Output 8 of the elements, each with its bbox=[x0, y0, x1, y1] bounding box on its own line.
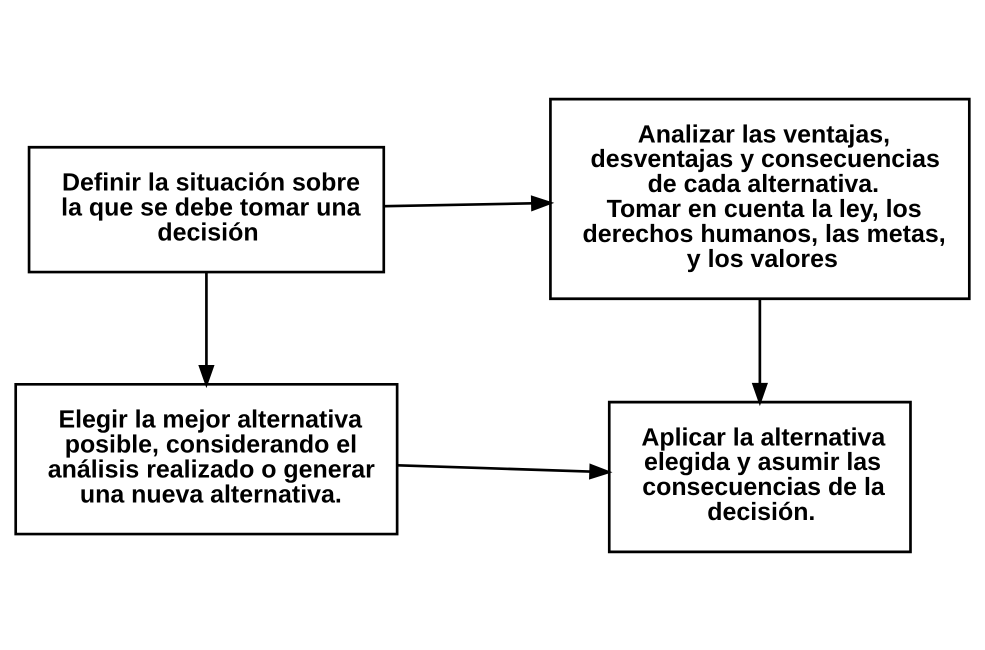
arrow bbox=[752, 298, 768, 406]
node-box: Aplicar la alternativa elegida y asumir las consecuencias de la decisión. bbox=[608, 400, 912, 553]
arrow bbox=[397, 462, 612, 480]
arrow bbox=[384, 194, 554, 211]
arrow bbox=[198, 272, 215, 388]
node-box: Analizar las ventajas, desventajas y consecuencias de cada alternativa. Tomar en cuenta la ley, los derechos humanos, las metas, y los valores bbox=[549, 97, 971, 300]
node-box: Elegir la mejor alternativa posible, considerando el análisis realizado o generar una nueva alternativa. bbox=[14, 382, 398, 535]
node-box: Definir la situación sobre la que se debe tomar una decisión bbox=[28, 145, 386, 273]
